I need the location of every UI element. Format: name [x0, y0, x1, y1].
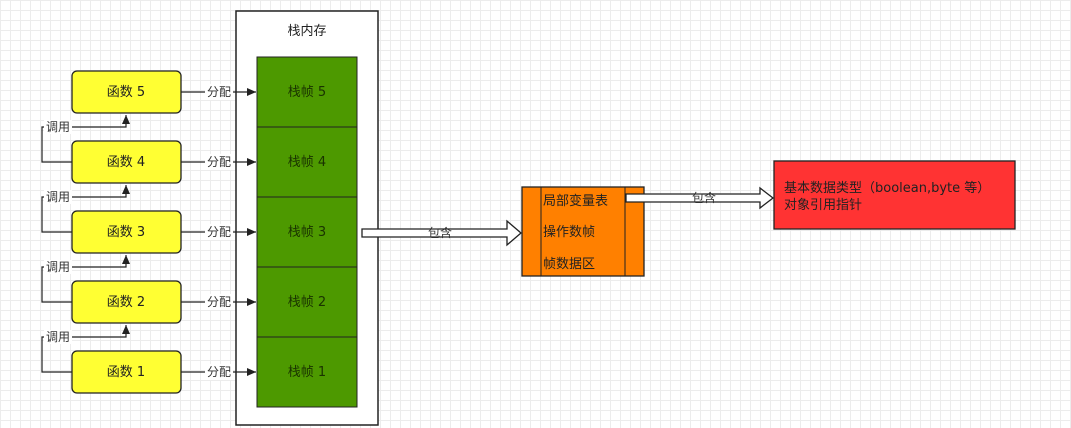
function-label: 函数 1 — [107, 365, 145, 380]
function-box[interactable]: 函数 1 — [71, 350, 182, 394]
stack-frame-label: 栈帧 3 — [288, 225, 326, 240]
frame-contents-item: 操作数帧 — [543, 224, 595, 240]
call-connector: 调用 — [41, 325, 130, 373]
allocate-arrow: 分配 — [181, 294, 256, 310]
allocate-label: 分配 — [207, 295, 231, 309]
call-label: 调用 — [46, 260, 70, 274]
stack-frame[interactable]: 栈帧 5 — [256, 56, 358, 128]
contains-arrow-frame: 包含 — [361, 219, 522, 247]
function-box[interactable]: 函数 5 — [71, 70, 182, 114]
stack-frame-label: 栈帧 2 — [288, 295, 326, 310]
frame-contents-item: 局部变量表 — [543, 193, 608, 209]
function-label: 函数 2 — [107, 295, 145, 310]
function-label: 函数 5 — [107, 85, 145, 100]
contains-label: 包含 — [428, 225, 452, 240]
variable-types-line: 基本数据类型（boolean,byte 等） — [784, 180, 990, 196]
stack-frame-label: 栈帧 4 — [288, 155, 326, 170]
call-connector: 调用 — [41, 185, 130, 233]
stack-frame-label: 栈帧 1 — [288, 365, 326, 380]
call-connector: 调用 — [41, 115, 130, 163]
function-box[interactable]: 函数 4 — [71, 140, 182, 184]
stack-frame[interactable]: 栈帧 1 — [256, 336, 358, 408]
allocate-label: 分配 — [207, 365, 231, 379]
allocate-arrows: 分配 分配 分配 分配 分配 — [181, 84, 256, 380]
call-label: 调用 — [46, 190, 70, 204]
function-label: 函数 4 — [107, 155, 145, 170]
allocate-label: 分配 — [207, 155, 231, 169]
function-label: 函数 3 — [107, 225, 145, 240]
call-connectors: 调用 调用 调用 调用 — [41, 115, 130, 373]
stack-memory-title: 栈内存 — [287, 23, 326, 39]
contains-arrow-types: 包含 — [625, 186, 775, 210]
frame-contents-box[interactable]: 局部变量表 操作数帧 帧数据区 — [521, 186, 645, 277]
contains-label: 包含 — [692, 190, 716, 205]
variable-types-line: 对象引用指针 — [784, 198, 862, 213]
allocate-arrow: 分配 — [181, 84, 256, 100]
allocate-arrow: 分配 — [181, 364, 256, 380]
stack-frames: 栈帧 5 栈帧 4 栈帧 3 栈帧 2 栈帧 1 — [256, 56, 358, 408]
allocate-label: 分配 — [207, 85, 231, 99]
allocate-label: 分配 — [207, 225, 231, 239]
variable-types-box[interactable]: 基本数据类型（boolean,byte 等） 对象引用指针 — [773, 160, 1016, 230]
call-label: 调用 — [46, 120, 70, 134]
call-connector: 调用 — [41, 255, 130, 303]
stack-frame-label: 栈帧 5 — [288, 85, 326, 100]
stack-frame[interactable]: 栈帧 3 — [256, 196, 358, 268]
stack-frame[interactable]: 栈帧 4 — [256, 126, 358, 198]
allocate-arrow: 分配 — [181, 154, 256, 170]
call-label: 调用 — [46, 330, 70, 344]
stack-frame[interactable]: 栈帧 2 — [256, 266, 358, 338]
function-box[interactable]: 函数 2 — [71, 280, 182, 324]
frame-contents-item: 帧数据区 — [543, 257, 595, 272]
allocate-arrow: 分配 — [181, 224, 256, 240]
function-box[interactable]: 函数 3 — [71, 210, 182, 254]
